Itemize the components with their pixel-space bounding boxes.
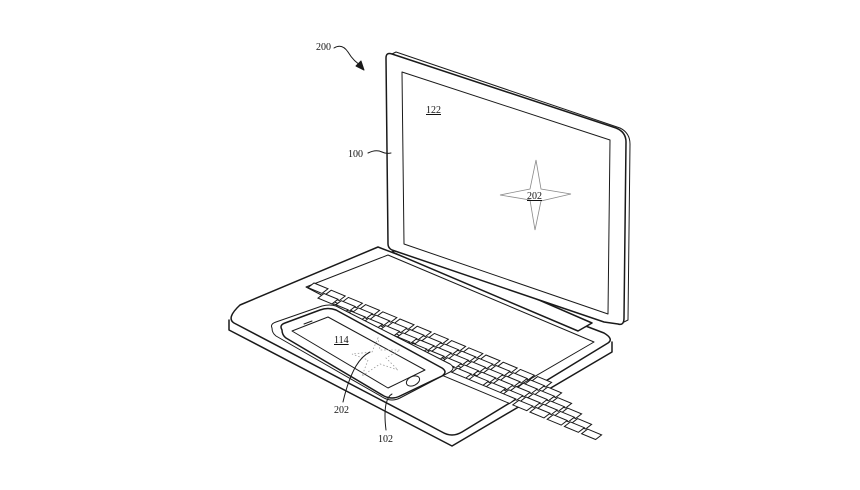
keyboard-key[interactable] — [529, 406, 551, 419]
display-content-star — [499, 159, 572, 231]
keyboard-key[interactable] — [351, 307, 374, 319]
label-122: 122 — [426, 105, 441, 116]
keyboard-key[interactable] — [420, 336, 443, 348]
keyboard-key[interactable] — [546, 414, 569, 426]
keyboard-key[interactable] — [461, 347, 484, 359]
keyboard-key[interactable] — [413, 339, 435, 351]
keyboard-key[interactable] — [501, 389, 524, 401]
display-screen — [401, 71, 611, 315]
keyboard-key[interactable] — [536, 403, 559, 416]
keyboard-key[interactable] — [491, 378, 514, 391]
lid-back-edge — [391, 51, 631, 323]
keyboard-key[interactable] — [430, 346, 453, 359]
keyboard-key[interactable] — [560, 407, 583, 420]
keyboard-key[interactable] — [496, 361, 519, 374]
phone-content-star — [351, 336, 402, 378]
arrow-200 — [333, 45, 363, 67]
keyboard-key[interactable] — [526, 393, 549, 405]
label-202-display: 202 — [527, 191, 542, 202]
keyboard-key[interactable] — [358, 304, 381, 316]
keyboard-key[interactable] — [410, 325, 433, 338]
keyboard-key[interactable] — [464, 361, 487, 373]
leader-100 — [367, 150, 392, 154]
keyboard-key[interactable] — [341, 296, 364, 309]
keyboard-key[interactable] — [471, 357, 494, 370]
leader-102 — [384, 393, 393, 431]
keyboard-key[interactable] — [324, 289, 347, 302]
keyboard-key[interactable] — [580, 428, 603, 441]
phone-device[interactable] — [280, 307, 446, 399]
keyboard-key[interactable] — [543, 400, 566, 412]
keyboard-key[interactable] — [454, 350, 477, 363]
keyboard-key[interactable] — [479, 354, 501, 366]
keyboard-key[interactable] — [395, 332, 418, 344]
phone-speaker-slot — [303, 320, 313, 325]
label-114: 114 — [334, 335, 349, 346]
keyboard-key[interactable] — [506, 372, 529, 384]
keyboard-key[interactable] — [447, 353, 470, 366]
keyboard-key[interactable] — [393, 318, 415, 330]
keyboard-key[interactable] — [317, 292, 339, 305]
label-100: 100 — [348, 149, 363, 160]
keyboard-key[interactable] — [403, 328, 425, 341]
label-102: 102 — [378, 434, 393, 445]
keyboard-key[interactable] — [444, 340, 467, 352]
keyboard-key[interactable] — [509, 385, 531, 398]
keyboard-key[interactable] — [307, 282, 329, 294]
reference-labels: 200 100 122 202 114 202 102 — [316, 42, 542, 445]
keyboard-key[interactable] — [540, 386, 563, 399]
leader-lines — [333, 45, 393, 431]
keyboard-key[interactable] — [511, 399, 534, 412]
keyboard-key[interactable] — [375, 311, 398, 323]
keyboard-key[interactable] — [550, 397, 573, 409]
keyboard-key[interactable] — [385, 321, 408, 334]
laptop-lid — [385, 51, 631, 326]
keyboard-key[interactable] — [499, 375, 521, 387]
leader-202-phone — [342, 351, 371, 403]
label-202-phone: 202 — [334, 405, 349, 416]
arrow-200-head — [355, 60, 365, 71]
keyboard-key[interactable] — [570, 418, 593, 430]
label-200: 200 — [316, 42, 331, 53]
keyboard-key[interactable] — [519, 396, 541, 408]
keyboard-key[interactable] — [553, 410, 576, 423]
keyboard-key[interactable] — [437, 343, 460, 355]
keyboard-key[interactable] — [334, 300, 357, 312]
phone-screen — [291, 316, 426, 389]
keyboard-key[interactable] — [516, 382, 539, 395]
keyboard-key[interactable] — [481, 368, 504, 380]
keyboard-key[interactable] — [368, 314, 391, 327]
keyboard-key[interactable] — [489, 364, 511, 377]
phone-home-button[interactable] — [405, 374, 422, 388]
keyboard-key[interactable] — [533, 389, 556, 402]
keyboard-key[interactable] — [474, 371, 497, 384]
keyboard-key[interactable] — [513, 368, 536, 381]
keyboard-key[interactable] — [457, 364, 480, 376]
keyboard-key[interactable] — [523, 379, 546, 391]
keyboard-key[interactable] — [563, 421, 586, 433]
keyboard-key[interactable] — [427, 332, 450, 345]
keyboard-key[interactable] — [530, 376, 553, 388]
